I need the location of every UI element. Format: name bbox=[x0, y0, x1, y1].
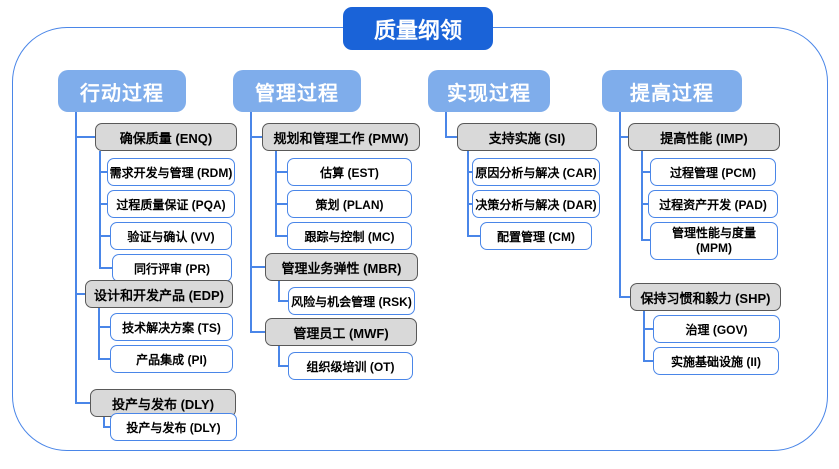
connector-stub-ts bbox=[98, 326, 110, 328]
group-enq: 确保质量 (ENQ) bbox=[95, 123, 237, 151]
connector-stub-vv bbox=[99, 235, 110, 237]
connector-trunk-shp bbox=[643, 311, 645, 362]
connector-stub-si bbox=[445, 136, 457, 138]
connector-stub-imp bbox=[619, 136, 628, 138]
leaf-rsk: 风险与机会管理 (RSK) bbox=[288, 287, 415, 315]
connector-stub-dly bbox=[75, 402, 90, 404]
connector-trunk-management bbox=[250, 112, 252, 332]
leaf-dly: 投产与发布 (DLY) bbox=[110, 413, 237, 441]
connector-stub-mbr bbox=[250, 266, 265, 268]
connector-stub-mpm bbox=[641, 239, 650, 241]
leaf-vv: 验证与确认 (VV) bbox=[110, 222, 232, 250]
leaf-pqa: 过程质量保证 (PQA) bbox=[107, 190, 235, 218]
header-improvement-process: 提高过程 bbox=[602, 70, 742, 112]
connector-stub-mwf bbox=[250, 331, 265, 333]
leaf-pad: 过程资产开发 (PAD) bbox=[648, 190, 778, 218]
connector-stub-dar bbox=[467, 203, 472, 205]
group-mbr: 管理业务弹性 (MBR) bbox=[265, 253, 418, 281]
connector-stub-dly2 bbox=[103, 426, 110, 428]
group-pmw: 规划和管理工作 (PMW) bbox=[262, 123, 420, 151]
connector-trunk-dly bbox=[103, 417, 105, 428]
connector-stub-pi bbox=[98, 358, 110, 360]
connector-stub-mc bbox=[275, 235, 287, 237]
connector-trunk-mbr bbox=[278, 281, 280, 302]
leaf-cm: 配置管理 (CM) bbox=[480, 222, 592, 250]
connector-trunk-improvement bbox=[619, 112, 621, 297]
header-management-process: 管理过程 bbox=[233, 70, 361, 112]
leaf-pcm: 过程管理 (PCM) bbox=[650, 158, 776, 186]
connector-stub-pqa bbox=[99, 203, 107, 205]
connector-stub-est bbox=[275, 171, 287, 173]
connector-trunk-si bbox=[467, 151, 469, 236]
connector-stub-pcm bbox=[641, 171, 650, 173]
leaf-rdm: 需求开发与管理 (RDM) bbox=[107, 158, 235, 186]
group-shp: 保持习惯和毅力 (SHP) bbox=[630, 283, 781, 311]
leaf-est: 估算 (EST) bbox=[287, 158, 412, 186]
leaf-mpm: 管理性能与度量 (MPM) bbox=[650, 222, 778, 260]
connector-stub-gov bbox=[643, 328, 653, 330]
connector-trunk-pmw bbox=[275, 151, 277, 236]
connector-trunk-enq bbox=[99, 151, 101, 268]
connector-stub-rdm bbox=[99, 171, 107, 173]
connector-stub-plan bbox=[275, 203, 287, 205]
connector-stub-shp bbox=[619, 296, 630, 298]
connector-stub-ot bbox=[278, 365, 288, 367]
connector-stub-cm bbox=[467, 235, 480, 237]
leaf-ts: 技术解决方案 (TS) bbox=[110, 313, 233, 341]
group-mwf: 管理员工 (MWF) bbox=[265, 318, 417, 346]
connector-trunk-action bbox=[75, 112, 77, 403]
leaf-gov: 治理 (GOV) bbox=[653, 315, 780, 343]
leaf-dar: 决策分析与解决 (DAR) bbox=[472, 190, 600, 218]
group-imp: 提高性能 (IMP) bbox=[628, 123, 780, 151]
leaf-pi: 产品集成 (PI) bbox=[110, 345, 233, 373]
connector-trunk-implementation bbox=[445, 112, 447, 138]
connector-stub-pmw bbox=[250, 136, 262, 138]
leaf-ii: 实施基础设施 (II) bbox=[653, 347, 779, 375]
connector-stub-pad bbox=[641, 203, 648, 205]
connector-stub-enq bbox=[75, 136, 95, 138]
header-implementation-process: 实现过程 bbox=[428, 70, 550, 112]
connector-stub-ii bbox=[643, 360, 653, 362]
leaf-car: 原因分析与解决 (CAR) bbox=[472, 158, 600, 186]
header-action-process: 行动过程 bbox=[58, 70, 186, 112]
connector-stub-pr bbox=[99, 267, 112, 269]
leaf-mc: 跟踪与控制 (MC) bbox=[287, 222, 412, 250]
group-si: 支持实施 (SI) bbox=[457, 123, 597, 151]
connector-trunk-mwf bbox=[278, 346, 280, 367]
group-edp: 设计和开发产品 (EDP) bbox=[85, 280, 233, 308]
connector-trunk-edp bbox=[98, 308, 100, 359]
connector-stub-edp bbox=[75, 293, 85, 295]
diagram-title: 质量纲领 bbox=[343, 7, 493, 50]
leaf-pr: 同行评审 (PR) bbox=[112, 254, 232, 282]
leaf-ot: 组织级培训 (OT) bbox=[288, 352, 413, 380]
leaf-plan: 策划 (PLAN) bbox=[287, 190, 412, 218]
connector-trunk-imp bbox=[641, 151, 643, 240]
connector-stub-car bbox=[467, 171, 472, 173]
connector-stub-rsk bbox=[278, 300, 288, 302]
